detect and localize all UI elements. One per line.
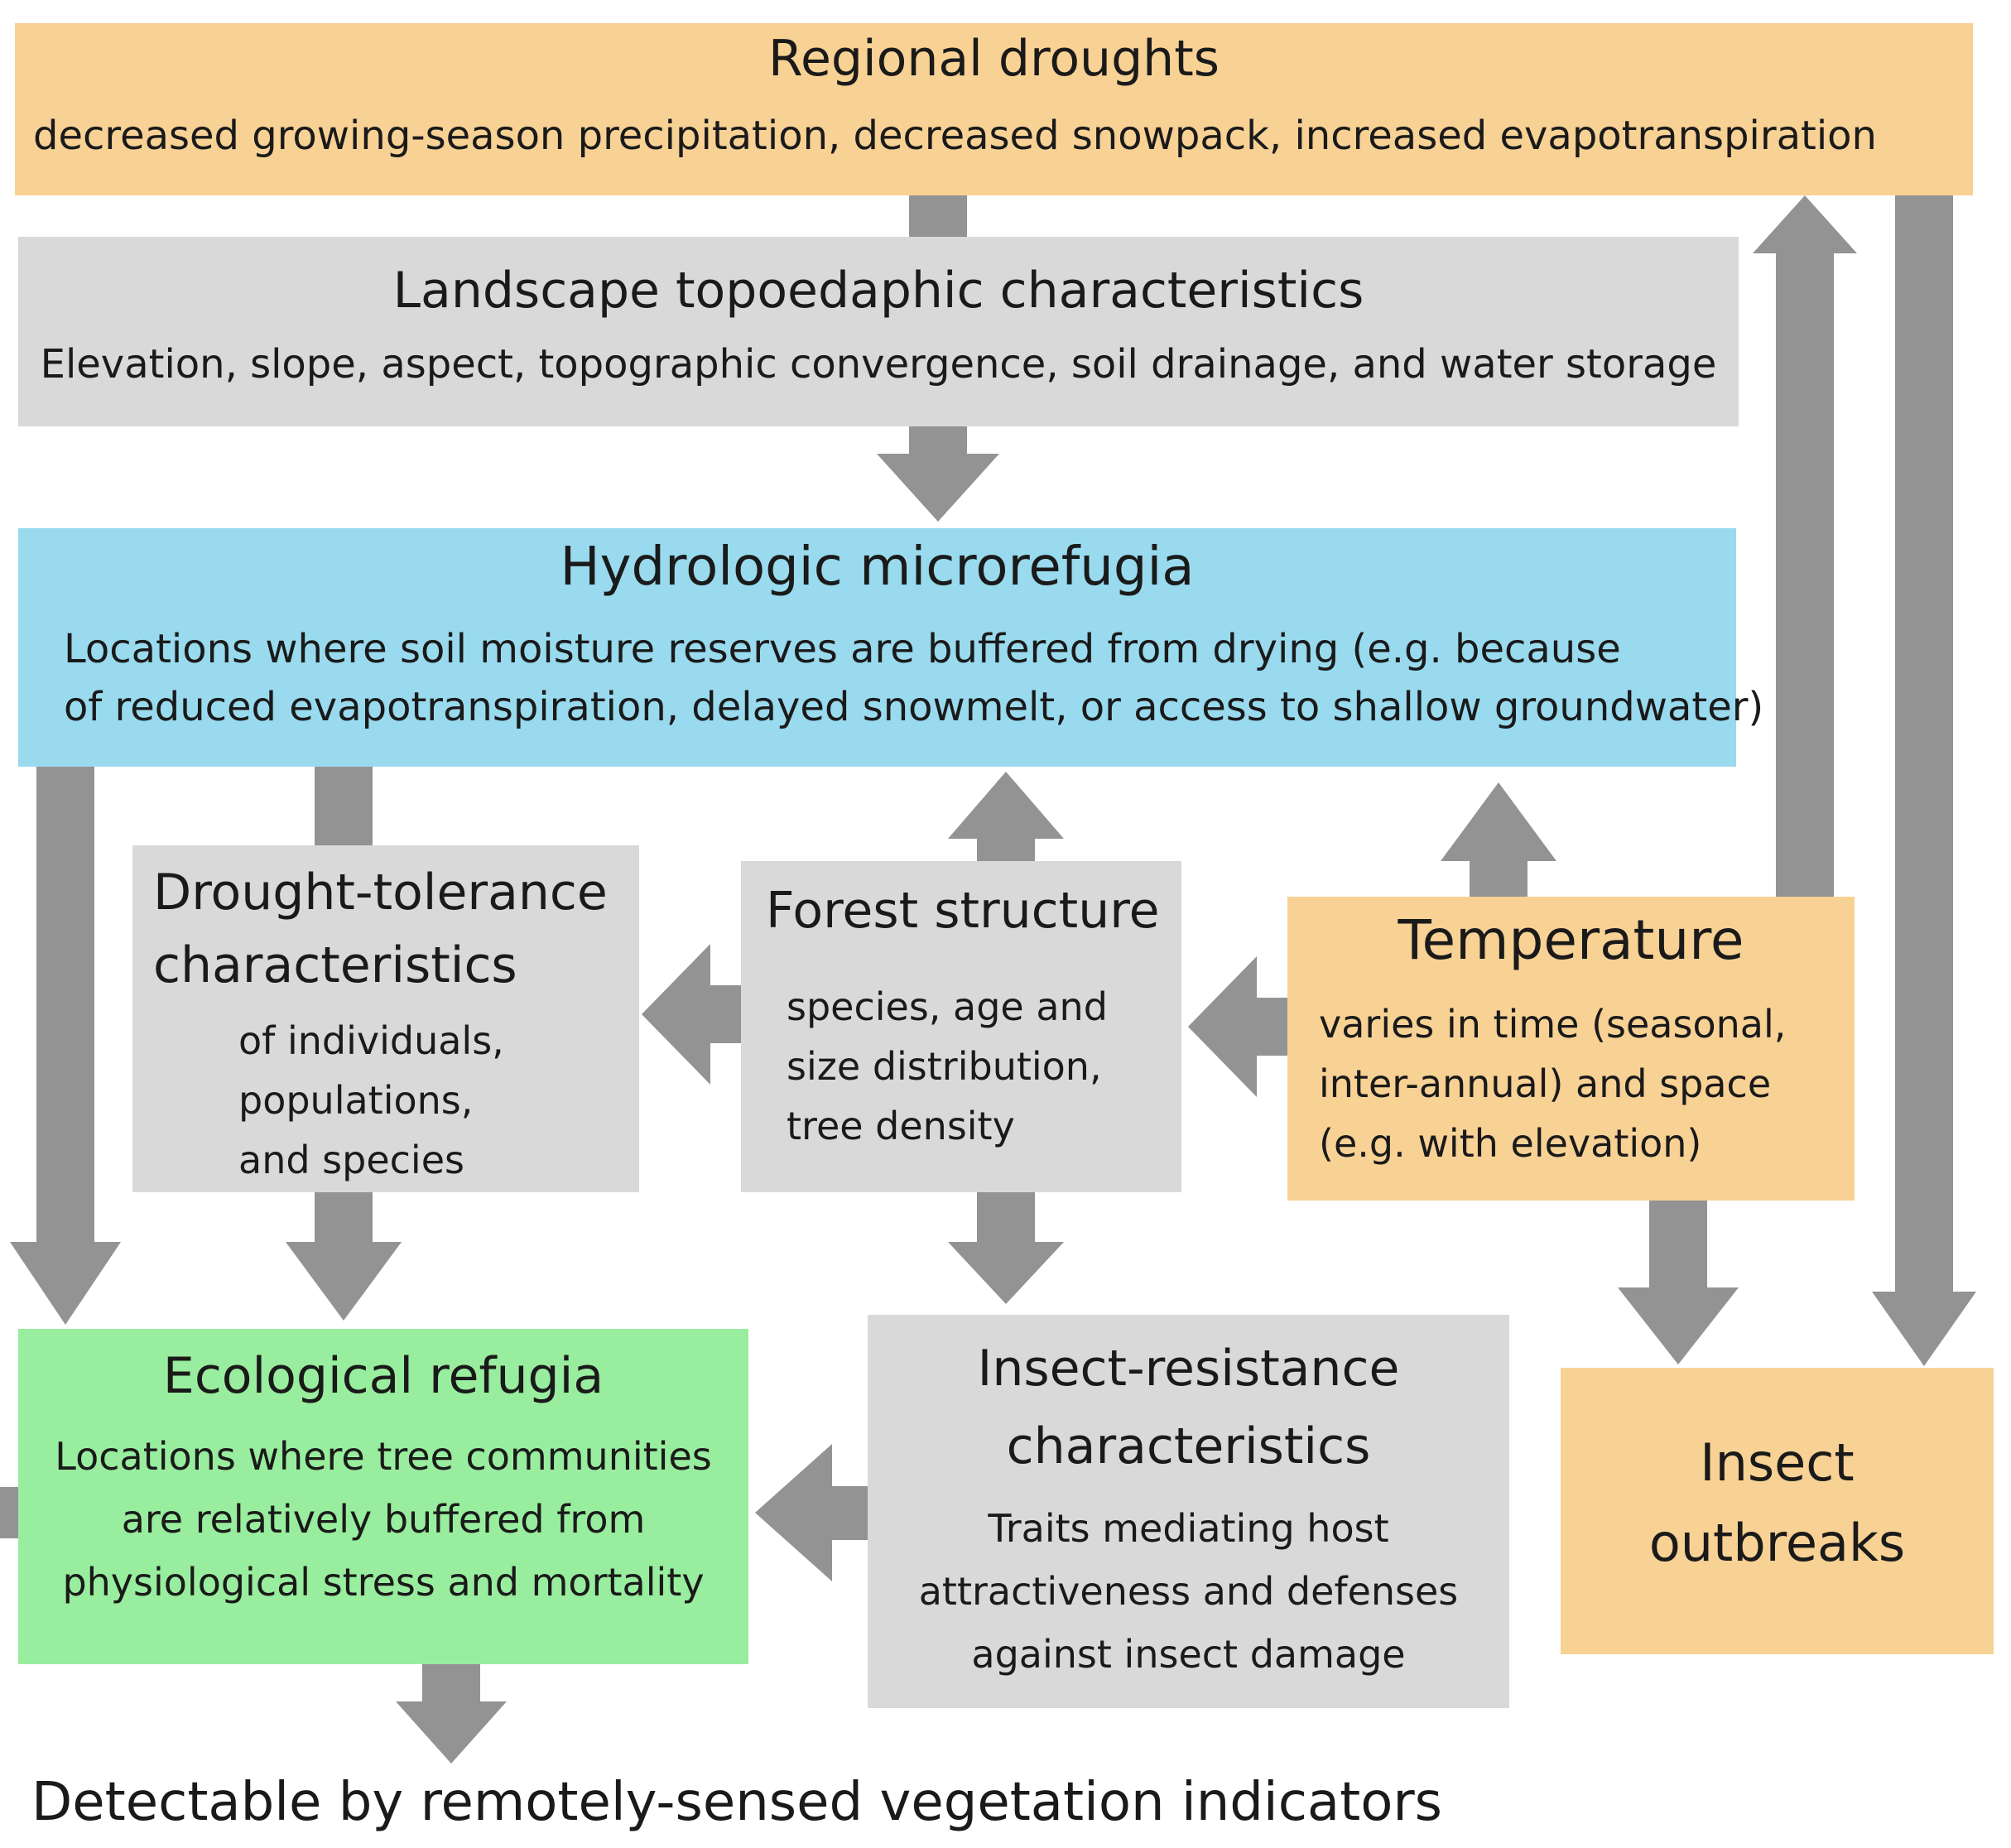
hydrologic-line-1: Locations where soil moisture reserves a… — [64, 626, 1621, 672]
forest-structure-line-3: tree density — [787, 1104, 1015, 1148]
arrow-landscape-to-hydrologic — [877, 426, 999, 522]
drought-tolerance-title-line-1: Drought-tolerance — [153, 864, 608, 922]
arrow-drought-tolerance-to-ecological — [286, 1192, 402, 1321]
arrow-forest-to-insect-resistance — [948, 1192, 1064, 1304]
hydrologic-microrefugia-box: Hydrologic microrefugia Locations where … — [18, 528, 1763, 767]
regional-droughts-title: Regional droughts — [768, 30, 1220, 88]
footer-text: Detectable by remotely-sensed vegetation… — [31, 1772, 1442, 1833]
temperature-line-3: (e.g. with elevation) — [1319, 1121, 1702, 1166]
temperature-line-2: inter-annual) and space — [1319, 1061, 1772, 1106]
arrow-forest-to-drought-tolerance — [642, 944, 741, 1085]
forest-structure-box: Forest structure species, age and size d… — [741, 861, 1181, 1192]
insect-resistance-title-line-2: characteristics — [1006, 1417, 1371, 1475]
ecological-refugia-line-3: physiological stress and mortality — [62, 1560, 705, 1605]
drought-tolerance-line-3: and species — [238, 1138, 464, 1182]
insect-outbreaks-title-line-2: outbreaks — [1648, 1513, 1906, 1573]
insect-resistance-line-1: Traits mediating host — [988, 1506, 1389, 1551]
drought-tolerance-title-line-2: characteristics — [153, 936, 517, 994]
hydrologic-line-2: of reduced evapotranspiration, delayed s… — [64, 684, 1764, 730]
connector-droughts-landscape — [909, 195, 967, 237]
regional-droughts-body: decreased growing-season precipitation, … — [33, 113, 1877, 159]
forest-structure-line-2: size distribution, — [787, 1044, 1102, 1089]
insect-resistance-title-line-1: Insect-resistance — [977, 1340, 1400, 1398]
insect-resistance-box: Insect-resistance characteristics Traits… — [868, 1315, 1509, 1708]
drought-tolerance-box: Drought-tolerance characteristics of ind… — [132, 845, 639, 1192]
forest-structure-title: Forest structure — [766, 882, 1160, 940]
arrow-temperature-to-hydrologic — [1441, 782, 1556, 897]
insect-outbreaks-title-line-1: Insect — [1700, 1432, 1855, 1493]
forest-structure-line-1: species, age and — [787, 984, 1108, 1029]
arrow-ecological-to-footer — [396, 1664, 507, 1764]
arrow-forest-to-hydrologic — [948, 772, 1064, 861]
drought-tolerance-line-1: of individuals, — [238, 1018, 504, 1063]
arrow-temperature-to-droughts — [1753, 195, 1857, 897]
temperature-title: Temperature — [1398, 908, 1744, 972]
landscape-title: Landscape topoedaphic characteristics — [392, 262, 1364, 320]
arrow-temperature-to-forest — [1188, 956, 1287, 1097]
landscape-box: Landscape topoedaphic characteristics El… — [18, 237, 1739, 426]
temperature-box: Temperature varies in time (seasonal, in… — [1287, 897, 1855, 1201]
landscape-body: Elevation, slope, aspect, topographic co… — [40, 341, 1717, 387]
insect-resistance-line-2: attractiveness and defenses — [918, 1569, 1459, 1614]
insect-outbreaks-box: Insect outbreaks — [1561, 1368, 1994, 1654]
ecological-refugia-box: Ecological refugia Locations where tree … — [18, 1329, 748, 1664]
arrow-hydrologic-to-ecological-left — [10, 767, 121, 1325]
ecological-refugia-line-1: Locations where tree communities — [55, 1434, 712, 1479]
drought-tolerance-line-2: populations, — [238, 1078, 474, 1123]
regional-droughts-box: Regional droughts decreased growing-seas… — [15, 23, 1973, 195]
ecological-refugia-line-2: are relatively buffered from — [121, 1497, 646, 1542]
arrow-insect-resistance-to-ecological — [755, 1444, 868, 1581]
temperature-line-1: varies in time (seasonal, — [1319, 1002, 1787, 1047]
connector-hydrologic-drought-tolerance — [315, 767, 373, 845]
hydrologic-title: Hydrologic microrefugia — [560, 537, 1195, 598]
arrow-temperature-to-insect-outbreaks — [1618, 1201, 1739, 1364]
ecological-refugia-title: Ecological refugia — [162, 1347, 604, 1405]
arrow-droughts-to-insect-outbreaks — [1872, 195, 1976, 1366]
insect-resistance-line-3: against insect damage — [971, 1632, 1406, 1677]
